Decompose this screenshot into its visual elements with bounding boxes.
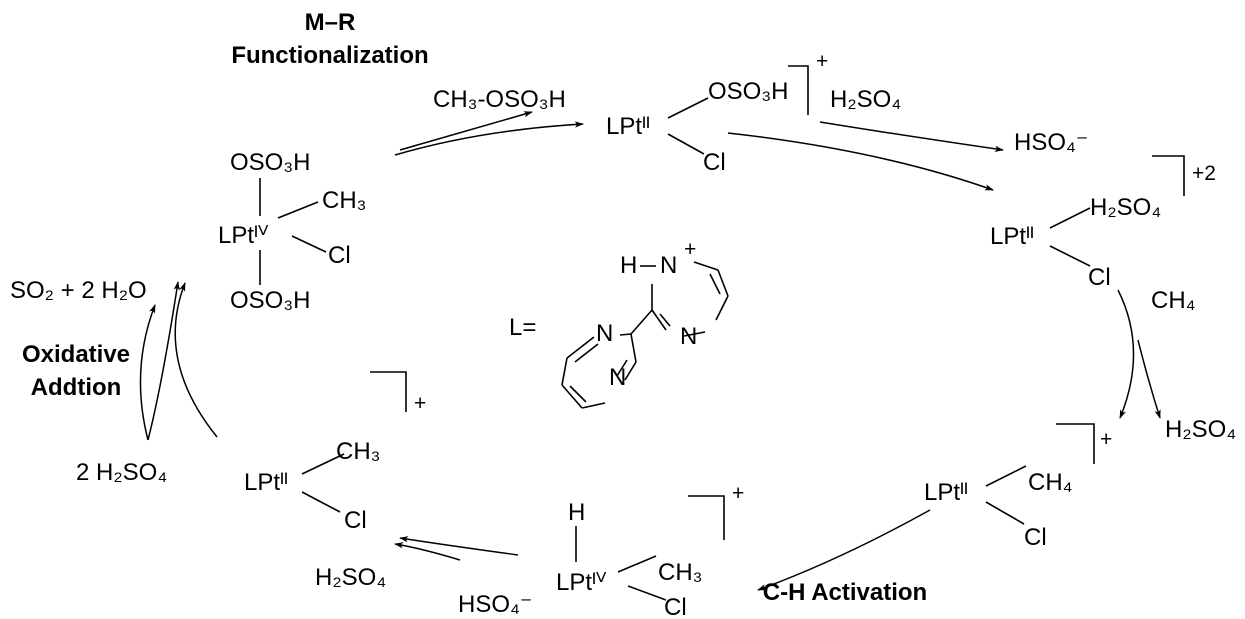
species-ptii-methane-center: LPtᴵᴵ — [924, 479, 968, 506]
species-ptii-sulfuric: LPtᴵᴵ H₂SO₄ Cl +2 — [990, 155, 1216, 291]
species-ptii-sulfuric-cl: Cl — [1088, 264, 1111, 291]
oxidative-label-line2: Addtion — [31, 374, 122, 401]
ligand-n-protonated: N — [660, 252, 677, 279]
reagent-h2so4-right: H₂SO₄ — [1165, 416, 1236, 443]
species-ptii-methane-ch4: CH₄ — [1028, 469, 1072, 496]
species-ptii-methyl-charge: + — [414, 392, 426, 415]
reagent-so2-water: SO₂ + 2 H₂O — [10, 277, 147, 304]
species-ptii-methane-cl: Cl — [1024, 524, 1047, 551]
ligand-label: L= — [509, 314, 536, 341]
species-ptiv-center: LPtᴵⱽ — [218, 222, 269, 249]
arrow-h2so4-release-right — [1137, 339, 1161, 419]
arrow-so2-release — [147, 281, 180, 441]
species-ptii-methane: LPtᴵᴵ CH₄ Cl + — [924, 423, 1112, 551]
ligand-n-left-top: N — [596, 320, 613, 347]
arrow-ch4-coordination — [1117, 289, 1135, 419]
ligand-n-left-bottom: N — [609, 364, 626, 391]
species-ptiv-hydride-ch3: CH₃ — [658, 559, 702, 586]
reagent-hso4-bottom: HSO₄⁻ — [458, 591, 532, 618]
species-ptiv-hydride: H CH₃ LPtᴵⱽ Cl + — [556, 482, 744, 619]
species-ptiv-ch3: CH₃ — [322, 187, 366, 214]
ch-activation-label: C-H Activation — [763, 579, 927, 606]
arrow-ligand-exchange — [727, 132, 994, 191]
species-ptii-sulfuric-center: LPtᴵᴵ — [990, 223, 1034, 250]
arrow-reductive-elimination — [394, 121, 584, 156]
species-ptiv-methyl-bisulfate: OSO₃H CH₃ LPtᴵⱽ Cl OSO₃H — [218, 149, 366, 314]
ligand-n-right-bottom: N — [680, 323, 697, 350]
ligand-n-plus: + — [684, 238, 696, 261]
species-ptiv-hydride-charge: + — [732, 482, 744, 505]
mr-label-line2: Functionalization — [231, 42, 428, 69]
species-ptii-bisulfate-cl: Cl — [703, 149, 726, 176]
species-ptii-methane-charge: + — [1100, 428, 1112, 451]
species-ptii-methyl-cl: Cl — [344, 507, 367, 534]
oxidative-label-line1: Oxidative — [22, 341, 130, 368]
species-ptii-methyl-center: LPtᴵᴵ — [244, 469, 288, 496]
arrow-h2so4-release-bottom — [394, 542, 461, 561]
reagent-ch4: CH₄ — [1151, 287, 1195, 314]
species-ptiv-cl: Cl — [328, 242, 351, 269]
arrow-methyl-bisulfate-release — [399, 111, 533, 151]
ligand-bipyrimidine: L= N N N + H N — [509, 238, 729, 409]
arrow-reagent-release — [139, 304, 156, 441]
species-ptiv-hydride-h: H — [568, 499, 585, 526]
species-ptii-sulfuric-charge: +2 — [1192, 162, 1216, 185]
arrow-deprotonation — [399, 536, 519, 556]
species-ptiv-osoh-top: OSO₃H — [230, 149, 310, 176]
species-ptiv-hydride-cl: Cl — [664, 594, 687, 619]
reagent-h2so4-top: H₂SO₄ — [830, 86, 901, 113]
reagent-methyl-bisulfate: CH₃-OSO₃H — [433, 86, 566, 113]
reagent-two-h2so4: 2 H₂SO₄ — [76, 459, 167, 486]
reagent-h2so4-bottom: H₂SO₄ — [315, 564, 386, 591]
arrow-oxidative-addition — [174, 282, 218, 438]
ligand-h: H — [620, 252, 637, 279]
species-ptii-bisulfate-osoh: OSO₃H — [708, 78, 788, 105]
species-ptii-bisulfate-center: LPtᴵᴵ — [606, 113, 650, 140]
species-ptii-methyl: LPtᴵᴵ CH₃ Cl + — [244, 371, 426, 534]
arrow-ch-activation — [757, 509, 931, 591]
mr-label-line1: M–R — [305, 9, 356, 36]
species-ptiv-osoh-bottom: OSO₃H — [230, 287, 310, 314]
species-ptii-bisulfate: LPtᴵᴵ OSO₃H Cl + — [606, 50, 828, 176]
species-ptiv-hydride-center: LPtᴵⱽ — [556, 569, 607, 596]
species-ptii-methyl-ch3: CH₃ — [336, 438, 380, 465]
species-ptii-bisulfate-charge: + — [816, 50, 828, 73]
species-ptii-sulfuric-h2so4: H₂SO₄ — [1090, 194, 1161, 221]
reagent-hso4-top: HSO₄⁻ — [1014, 129, 1088, 156]
arrow-hso4-release — [819, 121, 1004, 152]
